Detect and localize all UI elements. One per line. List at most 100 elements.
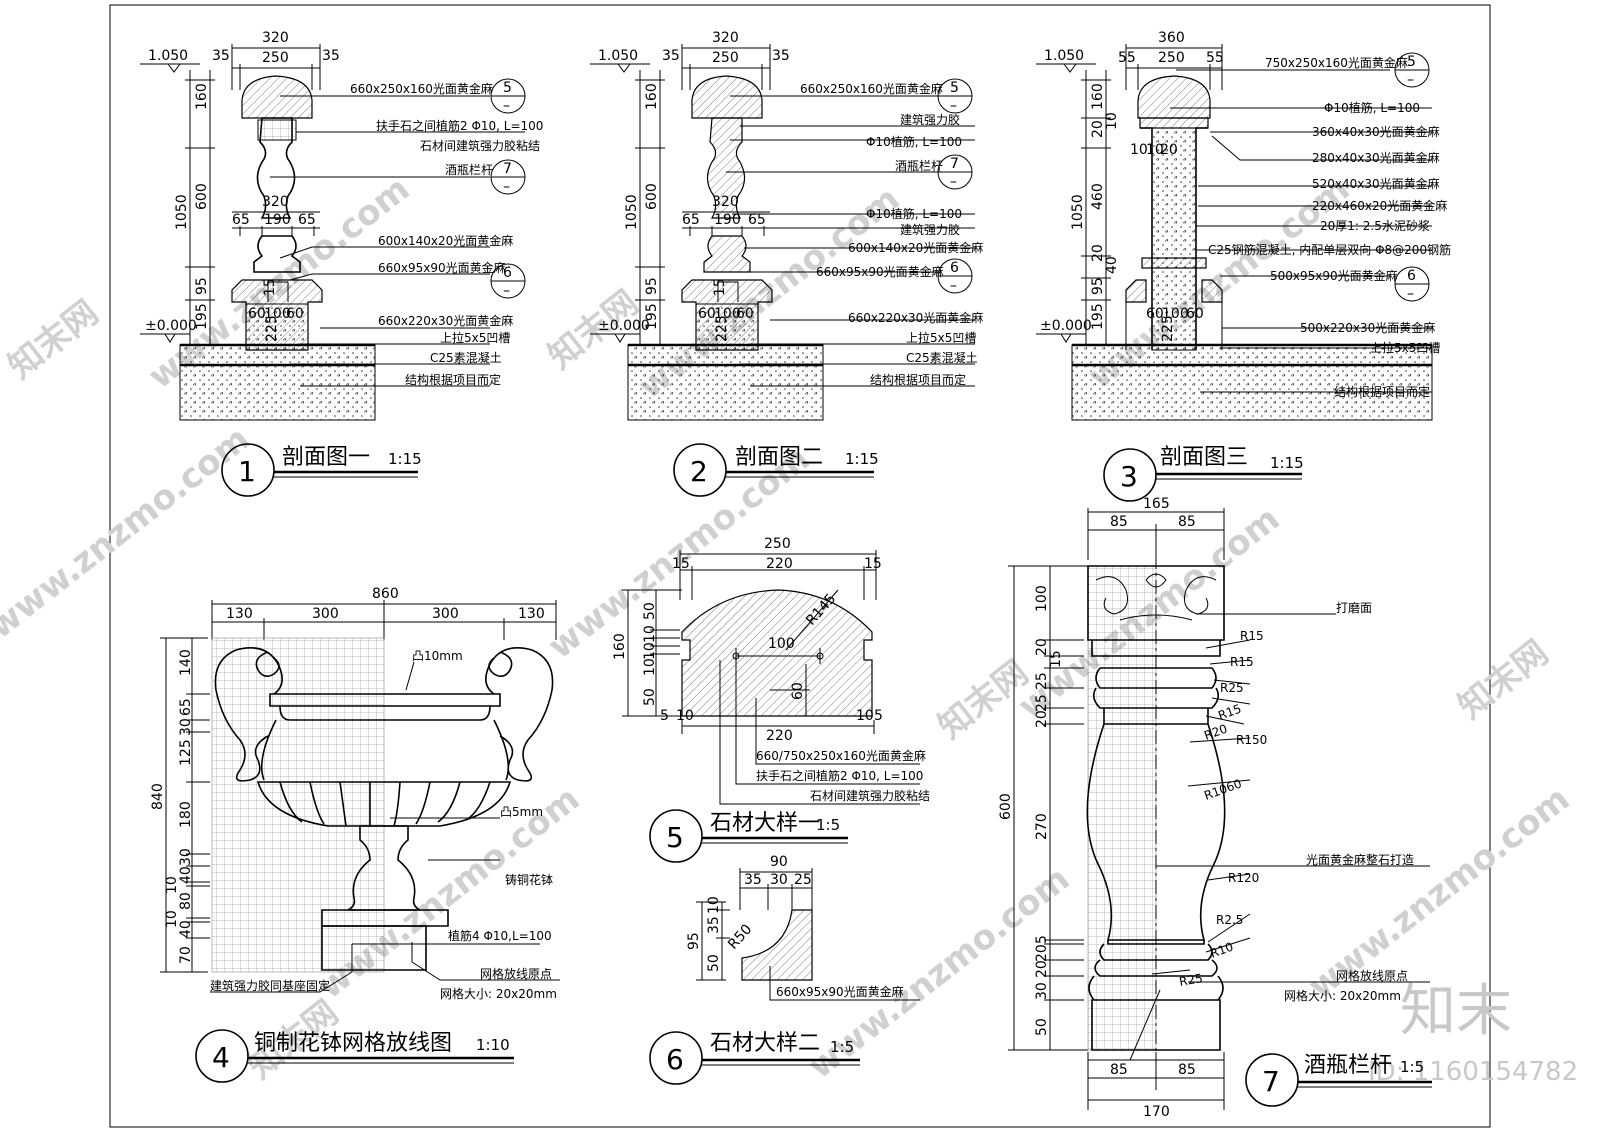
sheet-frame bbox=[109, 4, 1491, 1128]
radius-label: R2.5 bbox=[1216, 913, 1243, 927]
dim-side: 600 bbox=[644, 183, 660, 210]
dim-bottom: 60 bbox=[1146, 306, 1164, 322]
view-title: 石材大样一 bbox=[710, 811, 820, 836]
view-scale: 1:15 bbox=[388, 450, 422, 468]
dim-side: 100 bbox=[1034, 585, 1050, 612]
dim-side: 50 bbox=[1034, 1018, 1050, 1036]
dim-top: 300 bbox=[432, 606, 459, 622]
dim-side: 40 bbox=[178, 920, 194, 938]
view-title: 剖面图三 bbox=[1160, 445, 1248, 470]
detail-ref: 6 bbox=[1407, 268, 1416, 284]
dim-top: 85 bbox=[1178, 514, 1196, 530]
label: 建筑强力胶 bbox=[900, 112, 960, 127]
dim-bottom: 15 bbox=[262, 278, 278, 296]
dim-top: 35 bbox=[662, 48, 680, 64]
dim-inner: 60 bbox=[790, 682, 806, 700]
label: 扶手石之间植筋2 Φ10, L=100 bbox=[756, 768, 923, 783]
section-4: 860 130 300 300 130 840 140 65 30 125 18… bbox=[150, 586, 560, 1083]
elevation-zero-label: ±0.000 bbox=[1040, 318, 1092, 334]
radius-label: R25 bbox=[1178, 971, 1204, 989]
label: 结构根据项目而定 bbox=[1334, 384, 1430, 399]
label: 660x95x90光面黄金麻 bbox=[776, 984, 904, 999]
view-scale: 1:5 bbox=[830, 1038, 854, 1056]
dim-inner: R50 bbox=[725, 921, 755, 952]
dim-top: 250 bbox=[1158, 50, 1185, 66]
detail-ref: 5 bbox=[503, 80, 512, 96]
elevation-top-label: 1.050 bbox=[598, 48, 638, 64]
view-scale: 1:15 bbox=[845, 450, 879, 468]
dim-top: 25 bbox=[794, 872, 812, 888]
section-2: 1.050 ±0.000 160 600 1050 95 195 320 35 … bbox=[590, 30, 983, 497]
dim-side: 25 bbox=[1034, 672, 1050, 690]
detail-ref: 7 bbox=[950, 156, 959, 172]
dim-top: 165 bbox=[1143, 496, 1170, 512]
detail-ref: – bbox=[950, 98, 957, 114]
dim-mid: 320 bbox=[712, 194, 739, 210]
dim-top: 300 bbox=[312, 606, 339, 622]
dim-mid: 65 bbox=[232, 212, 250, 228]
dim-side: 160 bbox=[612, 633, 628, 660]
dim-inner: 10 bbox=[856, 708, 874, 724]
dim-side: 20 bbox=[1034, 944, 1050, 962]
detail-ref: 5 bbox=[1407, 54, 1416, 70]
dim-bottom: 100 bbox=[264, 306, 291, 322]
dim-side: 95 bbox=[194, 277, 210, 295]
radius-label: R15 bbox=[1240, 629, 1264, 643]
watermark-brand: 知末网 bbox=[1, 293, 106, 387]
dim-side: 195 bbox=[1090, 303, 1106, 330]
dim-top: 250 bbox=[262, 50, 289, 66]
detail-ref: – bbox=[950, 174, 957, 190]
dim-top: 55 bbox=[1206, 50, 1224, 66]
dim-side: 10 bbox=[706, 896, 722, 914]
detail-ref: – bbox=[1407, 286, 1414, 302]
label: 660x95x90光面黄金麻 bbox=[378, 260, 506, 275]
dim-top: 55 bbox=[1118, 50, 1136, 66]
dim-side: 50 bbox=[706, 954, 722, 972]
view-number: 7 bbox=[1262, 1065, 1280, 1098]
dim-top: 35 bbox=[744, 872, 762, 888]
dim-bottom: 225 bbox=[1160, 315, 1176, 342]
label: 上拉5x5凹槽 bbox=[440, 330, 510, 345]
dim-bottom: 60 bbox=[248, 306, 266, 322]
view-number: 5 bbox=[666, 821, 684, 854]
dim-side: 195 bbox=[644, 303, 660, 330]
radius-label: R150 bbox=[1236, 733, 1267, 747]
dim-inner: 10 bbox=[1146, 142, 1164, 158]
dim-side: 50 bbox=[642, 688, 658, 706]
dim-side: 5 bbox=[1034, 935, 1050, 944]
detail-ref: 6 bbox=[503, 265, 512, 281]
label: C25素混凝土 bbox=[430, 350, 502, 365]
dim-side: 20 bbox=[1090, 120, 1106, 138]
dim-top: 85 bbox=[1110, 514, 1128, 530]
label: 植筋4 Φ10,L=100 bbox=[448, 928, 552, 943]
dim-side: 160 bbox=[194, 83, 210, 110]
dim-top: 35 bbox=[322, 48, 340, 64]
radius-label: R120 bbox=[1228, 871, 1259, 885]
dim-bottom: 100 bbox=[1162, 306, 1189, 322]
dim-top: 320 bbox=[712, 30, 739, 46]
dim-side: 20 bbox=[1034, 960, 1050, 978]
detail-ref: – bbox=[1407, 72, 1414, 88]
radius-label: R10 bbox=[1208, 940, 1235, 961]
dim-side: 180 bbox=[178, 801, 194, 828]
dim-mid: 65 bbox=[748, 212, 766, 228]
view-number: 6 bbox=[666, 1043, 684, 1076]
dim-mid: 190 bbox=[714, 212, 741, 228]
dim-side: 10 bbox=[164, 876, 180, 894]
dim-side: 460 bbox=[1090, 183, 1106, 210]
dim-top: 360 bbox=[1158, 30, 1185, 46]
view-title: 铜制花钵网格放线图 bbox=[254, 1031, 452, 1056]
dim-top: 30 bbox=[770, 872, 788, 888]
label: 上拉5x5凹槽 bbox=[906, 330, 976, 345]
label: 220x460x20光面黄金麻 bbox=[1312, 198, 1447, 213]
label: 打磨面 bbox=[1336, 601, 1372, 615]
label: 360x40x30光面黄金麻 bbox=[1312, 124, 1440, 139]
view-title: 石材大样二 bbox=[710, 1031, 820, 1056]
dim-side: 600 bbox=[194, 183, 210, 210]
label: 660x95x90光面黄金麻 bbox=[816, 264, 944, 279]
dim-mid: 65 bbox=[298, 212, 316, 228]
dim-top: 130 bbox=[226, 606, 253, 622]
label: 建筑强力胶同基座固定 bbox=[210, 978, 330, 993]
label: 660/750x250x160光面黄金麻 bbox=[756, 748, 926, 763]
view-number: 2 bbox=[690, 455, 708, 488]
